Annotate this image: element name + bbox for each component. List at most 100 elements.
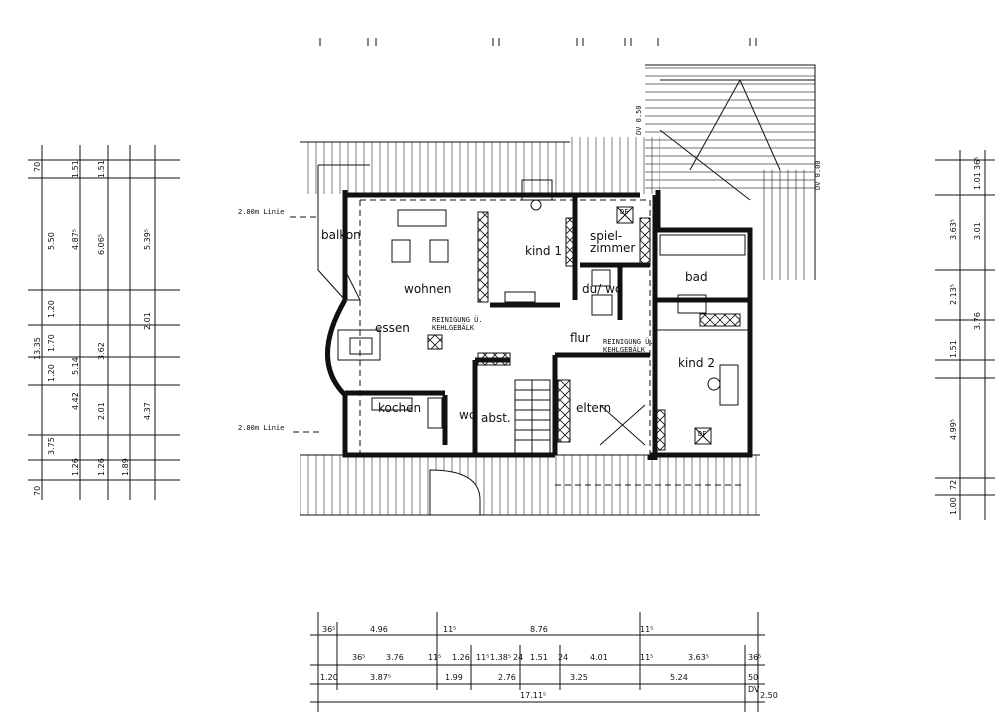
room-label-wohnen: wohnen	[404, 282, 451, 296]
dim-bottom-r3-0: 1.20	[320, 673, 338, 682]
dim-left-c3-1: 2.01	[97, 402, 106, 420]
dim-left-c3-3: 6.06⁵	[97, 234, 106, 255]
dim-bottom-r2-0: 36⁵	[352, 653, 365, 662]
dim-right-6: 3.63⁵	[949, 219, 958, 240]
shaft-markers	[427, 211, 741, 451]
dim-left-c1-0: 70	[33, 486, 42, 496]
dim-left-c2-0: 1.26	[71, 458, 80, 476]
left-dimension-chains	[28, 145, 180, 500]
dim-right-9: 36⁵	[973, 157, 982, 170]
dim-bottom-r2-7: 1.51	[530, 653, 548, 662]
note-df-2: DF	[698, 430, 706, 438]
furniture	[337, 179, 746, 446]
right-dimension-labels: 1.00 72 4.99⁵ 1.51 3.76 2.13⁵ 3.63⁵ 3.01…	[949, 157, 982, 515]
dim-right-5: 2.13⁵	[949, 284, 958, 305]
room-label-bad: bad	[685, 270, 708, 284]
dim-bottom-r3-5: 5.24	[670, 673, 688, 682]
dim-right-0: 1.00	[949, 497, 958, 515]
dim-bottom-r2-8: 24	[558, 653, 568, 662]
room-label-essen: essen	[375, 321, 410, 335]
note-linie-bottom: 2.00m Linie	[238, 424, 284, 432]
dim-left-c4-1: 4.37	[143, 402, 152, 420]
dim-bottom-r2-5: 1.38⁵	[490, 653, 511, 662]
dim-left-c1-5: 5.50	[47, 232, 56, 250]
dim-right-2: 4.99⁵	[949, 419, 958, 440]
dim-left-c4-2: 2.01	[143, 312, 152, 330]
dim-bottom-r1-3: 8.76	[530, 625, 548, 634]
note-dv-right: DV 0.00	[814, 160, 822, 190]
dim-right-8: 1.01	[973, 172, 982, 190]
dim-bottom-r3-2: 1.99	[445, 673, 463, 682]
room-label-spiel: spiel-	[590, 229, 622, 243]
notes: REINIGUNG Ü. KEHLGEBÄLK REINIGUNG Ü. KEH…	[238, 105, 822, 438]
note-reinigung-2b: KEHLGEBÄLK	[603, 345, 646, 354]
room-label-eltern: eltern	[576, 401, 611, 415]
dim-right-3: 1.51	[949, 340, 958, 358]
dim-left-c1-2: 1.20	[47, 364, 56, 382]
dim-left-c3-2: 3.62	[97, 342, 106, 360]
dim-bottom-r2-1: 3.76	[386, 653, 404, 662]
note-reinigung-1a: REINIGUNG Ü.	[432, 315, 483, 324]
left-dimension-labels: 70 3.75 1.20 1.70 1.20 5.50 70 13.35 1.2…	[33, 160, 152, 496]
right-dimension-chain	[935, 150, 995, 520]
room-label-duwc: du/ wc	[582, 282, 622, 296]
dim-bottom-r2-9: 4.01	[590, 653, 608, 662]
bottom-dimension-chains	[310, 612, 765, 712]
dim-left-c1-1: 3.75	[47, 437, 56, 455]
roof-area-top-right	[645, 64, 816, 280]
dim-bottom-r3-3: 2.76	[498, 673, 516, 682]
top-ticks	[319, 38, 757, 46]
dim-left-c3-4: 1.51	[97, 160, 106, 178]
room-labels: balkon wohnen essen kochen wc abst. kind…	[321, 228, 715, 425]
dim-bottom-r2-2: 11⁵	[428, 653, 441, 662]
dim-bottom-r2-10: 11⁵	[640, 653, 653, 662]
room-label-abst: abst.	[481, 411, 511, 425]
dim-right-1: 72	[949, 480, 958, 490]
room-label-flur: flur	[570, 331, 590, 345]
dim-bottom-r3-6: 50	[748, 673, 758, 682]
room-label-kochen: kochen	[378, 401, 421, 415]
dim-bottom-r1-0: 36⁵	[322, 625, 335, 634]
room-label-kind2: kind 2	[678, 356, 715, 370]
dim-left-total: 13.35	[33, 337, 42, 360]
note-reinigung-1b: KEHLGEBÄLK	[432, 323, 475, 332]
room-label-balkon: balkon	[321, 228, 361, 242]
bottom-dimension-labels: 36⁵ 4.96 11⁵ 8.76 11⁵ 36⁵ 3.76 11⁵ 1.26 …	[320, 625, 778, 700]
dim-left-c1-3: 1.70	[47, 334, 56, 352]
dim-bottom-r1-2: 11⁵	[443, 625, 456, 634]
dim-left-c4-3: 5.39⁵	[143, 229, 152, 250]
dim-left-c1-4: 1.20	[47, 300, 56, 318]
dim-right-4: 3.76	[973, 312, 982, 330]
note-linie-top: 2.00m Linie	[238, 208, 284, 216]
dim-bottom-r2-3: 1.26	[452, 653, 470, 662]
dim-bottom-r3-1: 3.87⁵	[370, 673, 391, 682]
dim-bottom-dv: DV	[748, 685, 760, 694]
dim-bottom-r1-4: 11⁵	[640, 625, 653, 634]
dim-left-c3-0: 1.26	[97, 458, 106, 476]
dim-left-c2-2: 5.14	[71, 357, 80, 375]
roof-area-top-left	[300, 137, 660, 194]
dim-bottom-r1-1: 4.96	[370, 625, 388, 634]
dim-left-c2-1: 4.42	[71, 392, 80, 410]
dashed-lines	[290, 199, 745, 486]
dim-bottom-r2-6: 24	[513, 653, 523, 662]
dim-bottom-r4-1: 2.50	[760, 691, 778, 700]
building-walls	[325, 190, 753, 460]
room-label-zimmer: zimmer	[590, 241, 635, 255]
dim-left-c2-3: 4.87⁵	[71, 229, 80, 250]
note-dv-top: DV 0.50	[635, 105, 643, 135]
note-reinigung-2a: REINIGUNG Ü.	[603, 337, 654, 346]
dim-left-c2-4: 1.51	[71, 160, 80, 178]
room-label-kind1: kind 1	[525, 244, 562, 258]
dim-bottom-r2-12: 36⁵	[748, 653, 761, 662]
dim-bottom-r2-11: 3.63⁵	[688, 653, 709, 662]
room-label-wc: wc	[459, 408, 475, 422]
dim-right-7: 3.01	[973, 222, 982, 240]
dim-bottom-r3-4: 3.25	[570, 673, 588, 682]
note-df-1: DF	[620, 208, 628, 216]
dim-bottom-r4-0: 17.11⁵	[520, 691, 546, 700]
staircase	[514, 379, 551, 456]
dim-left-c4-0: 1.89	[121, 458, 130, 476]
dim-left-c1-6: 70	[33, 162, 42, 172]
